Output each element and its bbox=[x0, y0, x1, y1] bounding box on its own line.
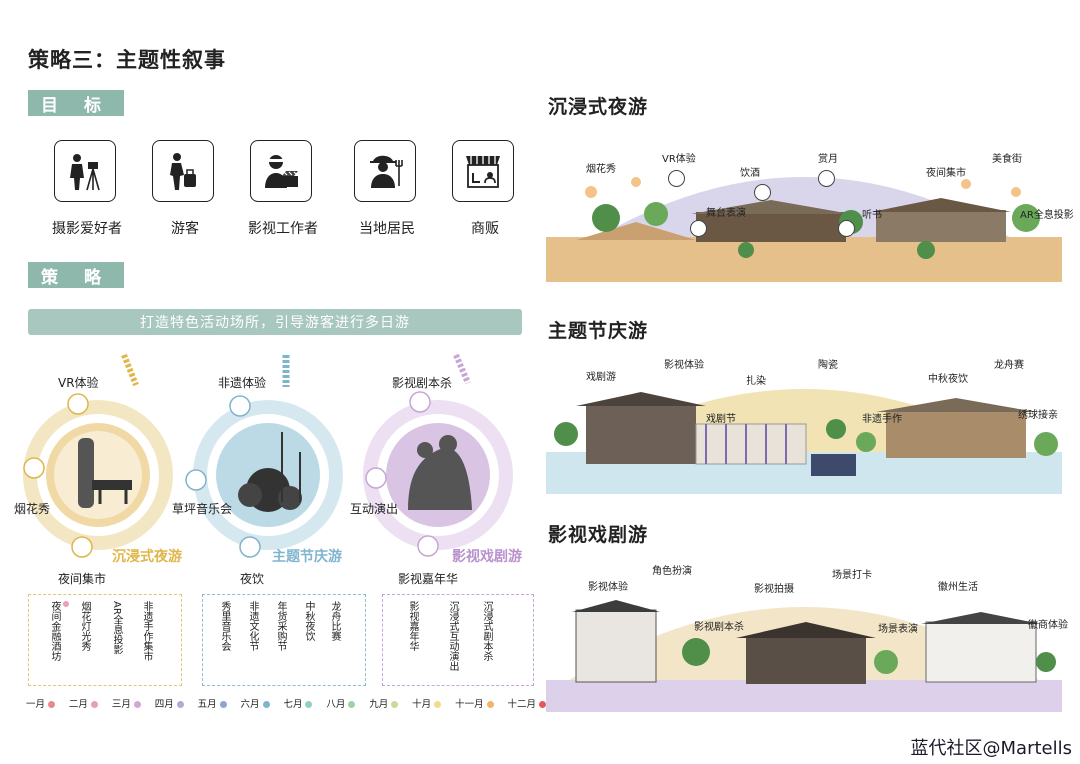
page-title: 策略三：主题性叙事 bbox=[28, 48, 226, 72]
circle3-top-label: 影视剧本杀 bbox=[392, 376, 453, 390]
circle3-bottom-label: 影视嘉年华 bbox=[398, 572, 459, 586]
scene3-illustration bbox=[546, 600, 1062, 712]
circle1-left-label: 烟花秀 bbox=[14, 502, 51, 516]
calendar-group-1: 夜间金融酒坊 烟花灯光秀 AR全息投影 非遗手作集市 bbox=[28, 594, 182, 686]
scene1-label: 夜间集市 bbox=[926, 168, 966, 179]
month-item: 十一月 bbox=[455, 696, 494, 710]
strategy-tag: 策 略 bbox=[28, 262, 124, 288]
watermark: 蓝代社区@Martells bbox=[910, 738, 1072, 759]
film-worker-icon bbox=[250, 140, 312, 202]
audience-label: 当地居民 bbox=[359, 221, 415, 237]
scene1-label: 美食街 bbox=[992, 154, 1022, 165]
calendar-item: 沉浸式互动演出 bbox=[447, 601, 458, 671]
audience-item: 影视工作者 bbox=[228, 140, 338, 238]
scene2-label: 影视体验 bbox=[664, 360, 704, 371]
circle1-bottom-label: 夜间集市 bbox=[58, 572, 107, 586]
circle2-title: 主题节庆游 bbox=[272, 549, 342, 565]
month-item: 三月 bbox=[112, 696, 141, 710]
month-item: 八月 bbox=[326, 696, 356, 710]
scene2-label: 扎染 bbox=[746, 376, 766, 387]
audience-item: 摄影爱好者 bbox=[32, 140, 142, 238]
calendar-group-3: 影视嘉年华 沉浸式互动演出 沉浸式剧本杀 bbox=[382, 594, 534, 686]
month-item: 九月 bbox=[369, 696, 399, 710]
audience-item: 游客 bbox=[130, 140, 240, 238]
scene2-label: 绣球接亲 bbox=[1018, 410, 1058, 421]
photographer-icon bbox=[54, 140, 116, 202]
calendar-group-2: 秀里音乐会 非遗文化节 年货采购节 中秋夜饮 龙舟比赛 bbox=[202, 594, 366, 686]
activity-circles bbox=[23, 353, 513, 558]
scene3-label: 场景打卡 bbox=[832, 570, 872, 581]
moon-icon bbox=[818, 170, 835, 187]
scene3-label: 角色扮演 bbox=[652, 566, 692, 577]
scene1-label: VR体验 bbox=[662, 154, 696, 165]
circle2-top-label: 非遗体验 bbox=[218, 376, 267, 390]
circle1-title: 沉浸式夜游 bbox=[112, 549, 182, 565]
audience-label: 影视工作者 bbox=[248, 221, 318, 237]
scene3-label: 徽州生活 bbox=[938, 582, 978, 593]
scene1-label: 赏月 bbox=[818, 154, 838, 165]
scene2-label: 陶瓷 bbox=[818, 360, 838, 371]
scene1-illustration bbox=[546, 177, 1062, 282]
month-item: 十月 bbox=[412, 696, 442, 710]
scene1-label: 饮酒 bbox=[740, 168, 760, 179]
calendar-item: AR全息投影 bbox=[111, 601, 122, 655]
audience-item: 商贩 bbox=[430, 140, 540, 238]
vr-icon bbox=[668, 170, 685, 187]
scene1-label: AR全息投影 bbox=[1020, 210, 1074, 221]
audience-row: 摄影爱好者 游客 影视工作者 当地居民 商贩 bbox=[32, 140, 514, 240]
scene2-illustration bbox=[546, 389, 1062, 494]
scene3-label: 场景表演 bbox=[878, 624, 918, 635]
strategy-banner: 打造特色活动场所，引导游客进行多日游 bbox=[28, 309, 522, 335]
calendar-item: 龙舟比赛 bbox=[329, 601, 340, 641]
scene1-title: 沉浸式夜游 bbox=[548, 96, 649, 118]
scene2-label: 龙舟赛 bbox=[994, 360, 1024, 371]
scene2-label: 戏剧节 bbox=[706, 414, 736, 425]
circle3-left-label: 互动演出 bbox=[350, 502, 399, 516]
headphone-icon bbox=[838, 220, 855, 237]
month-item: 七月 bbox=[283, 696, 313, 710]
circle2-left-label: 草坪音乐会 bbox=[172, 502, 233, 516]
audience-item: 当地居民 bbox=[332, 140, 442, 238]
scene2-label: 中秋夜饮 bbox=[928, 374, 968, 385]
scene2-label: 非遗手作 bbox=[862, 414, 902, 425]
month-legend: 一月 二月 三月 四月 五月 六月 七月 八月 九月 十月 十一月 十二月 bbox=[26, 696, 546, 710]
calendar-item: 夜间金融酒坊 bbox=[49, 601, 60, 661]
audience-label: 摄影爱好者 bbox=[52, 221, 122, 237]
scene1-label: 烟花秀 bbox=[586, 164, 616, 175]
stage-icon bbox=[690, 220, 707, 237]
scene2-label: 戏剧游 bbox=[586, 372, 616, 383]
scene3-label: 影视剧本杀 bbox=[694, 622, 744, 633]
scene3-label: 徽商体验 bbox=[1028, 620, 1068, 631]
scene3-label: 影视体验 bbox=[588, 582, 628, 593]
calendar-item: 烟花灯光秀 bbox=[79, 601, 90, 651]
circle3-title: 影视戏剧游 bbox=[452, 549, 522, 565]
month-item: 四月 bbox=[155, 696, 184, 710]
wine-icon bbox=[754, 184, 771, 201]
scene3-title: 影视戏剧游 bbox=[548, 524, 649, 546]
scene1-label: 听书 bbox=[862, 210, 882, 221]
scene2-title: 主题节庆游 bbox=[548, 320, 649, 342]
calendar-item: 中秋夜饮 bbox=[303, 601, 314, 641]
scene1-label: 舞台表演 bbox=[706, 208, 746, 219]
month-item: 二月 bbox=[69, 696, 98, 710]
calendar-item: 非遗文化节 bbox=[247, 601, 258, 651]
calendar-item: 影视嘉年华 bbox=[407, 601, 418, 651]
audience-label: 商贩 bbox=[471, 221, 499, 237]
resident-icon bbox=[354, 140, 416, 202]
month-item: 五月 bbox=[198, 696, 227, 710]
calendar-item: 年货采购节 bbox=[275, 601, 286, 651]
vendor-icon bbox=[452, 140, 514, 202]
circle2-bottom-label: 夜饮 bbox=[240, 572, 265, 586]
month-item: 一月 bbox=[26, 696, 56, 710]
goals-tag: 目 标 bbox=[28, 90, 124, 116]
scene3-label: 影视拍摄 bbox=[754, 584, 794, 595]
calendar-item: 非遗手作集市 bbox=[141, 601, 152, 661]
tourist-icon bbox=[152, 140, 214, 202]
audience-label: 游客 bbox=[171, 221, 199, 237]
calendar-item: 秀里音乐会 bbox=[219, 601, 230, 651]
calendar-item: 沉浸式剧本杀 bbox=[481, 601, 492, 661]
month-item: 十二月 bbox=[507, 696, 546, 710]
month-item: 六月 bbox=[241, 696, 270, 710]
circle1-top-label: VR体验 bbox=[58, 376, 99, 390]
